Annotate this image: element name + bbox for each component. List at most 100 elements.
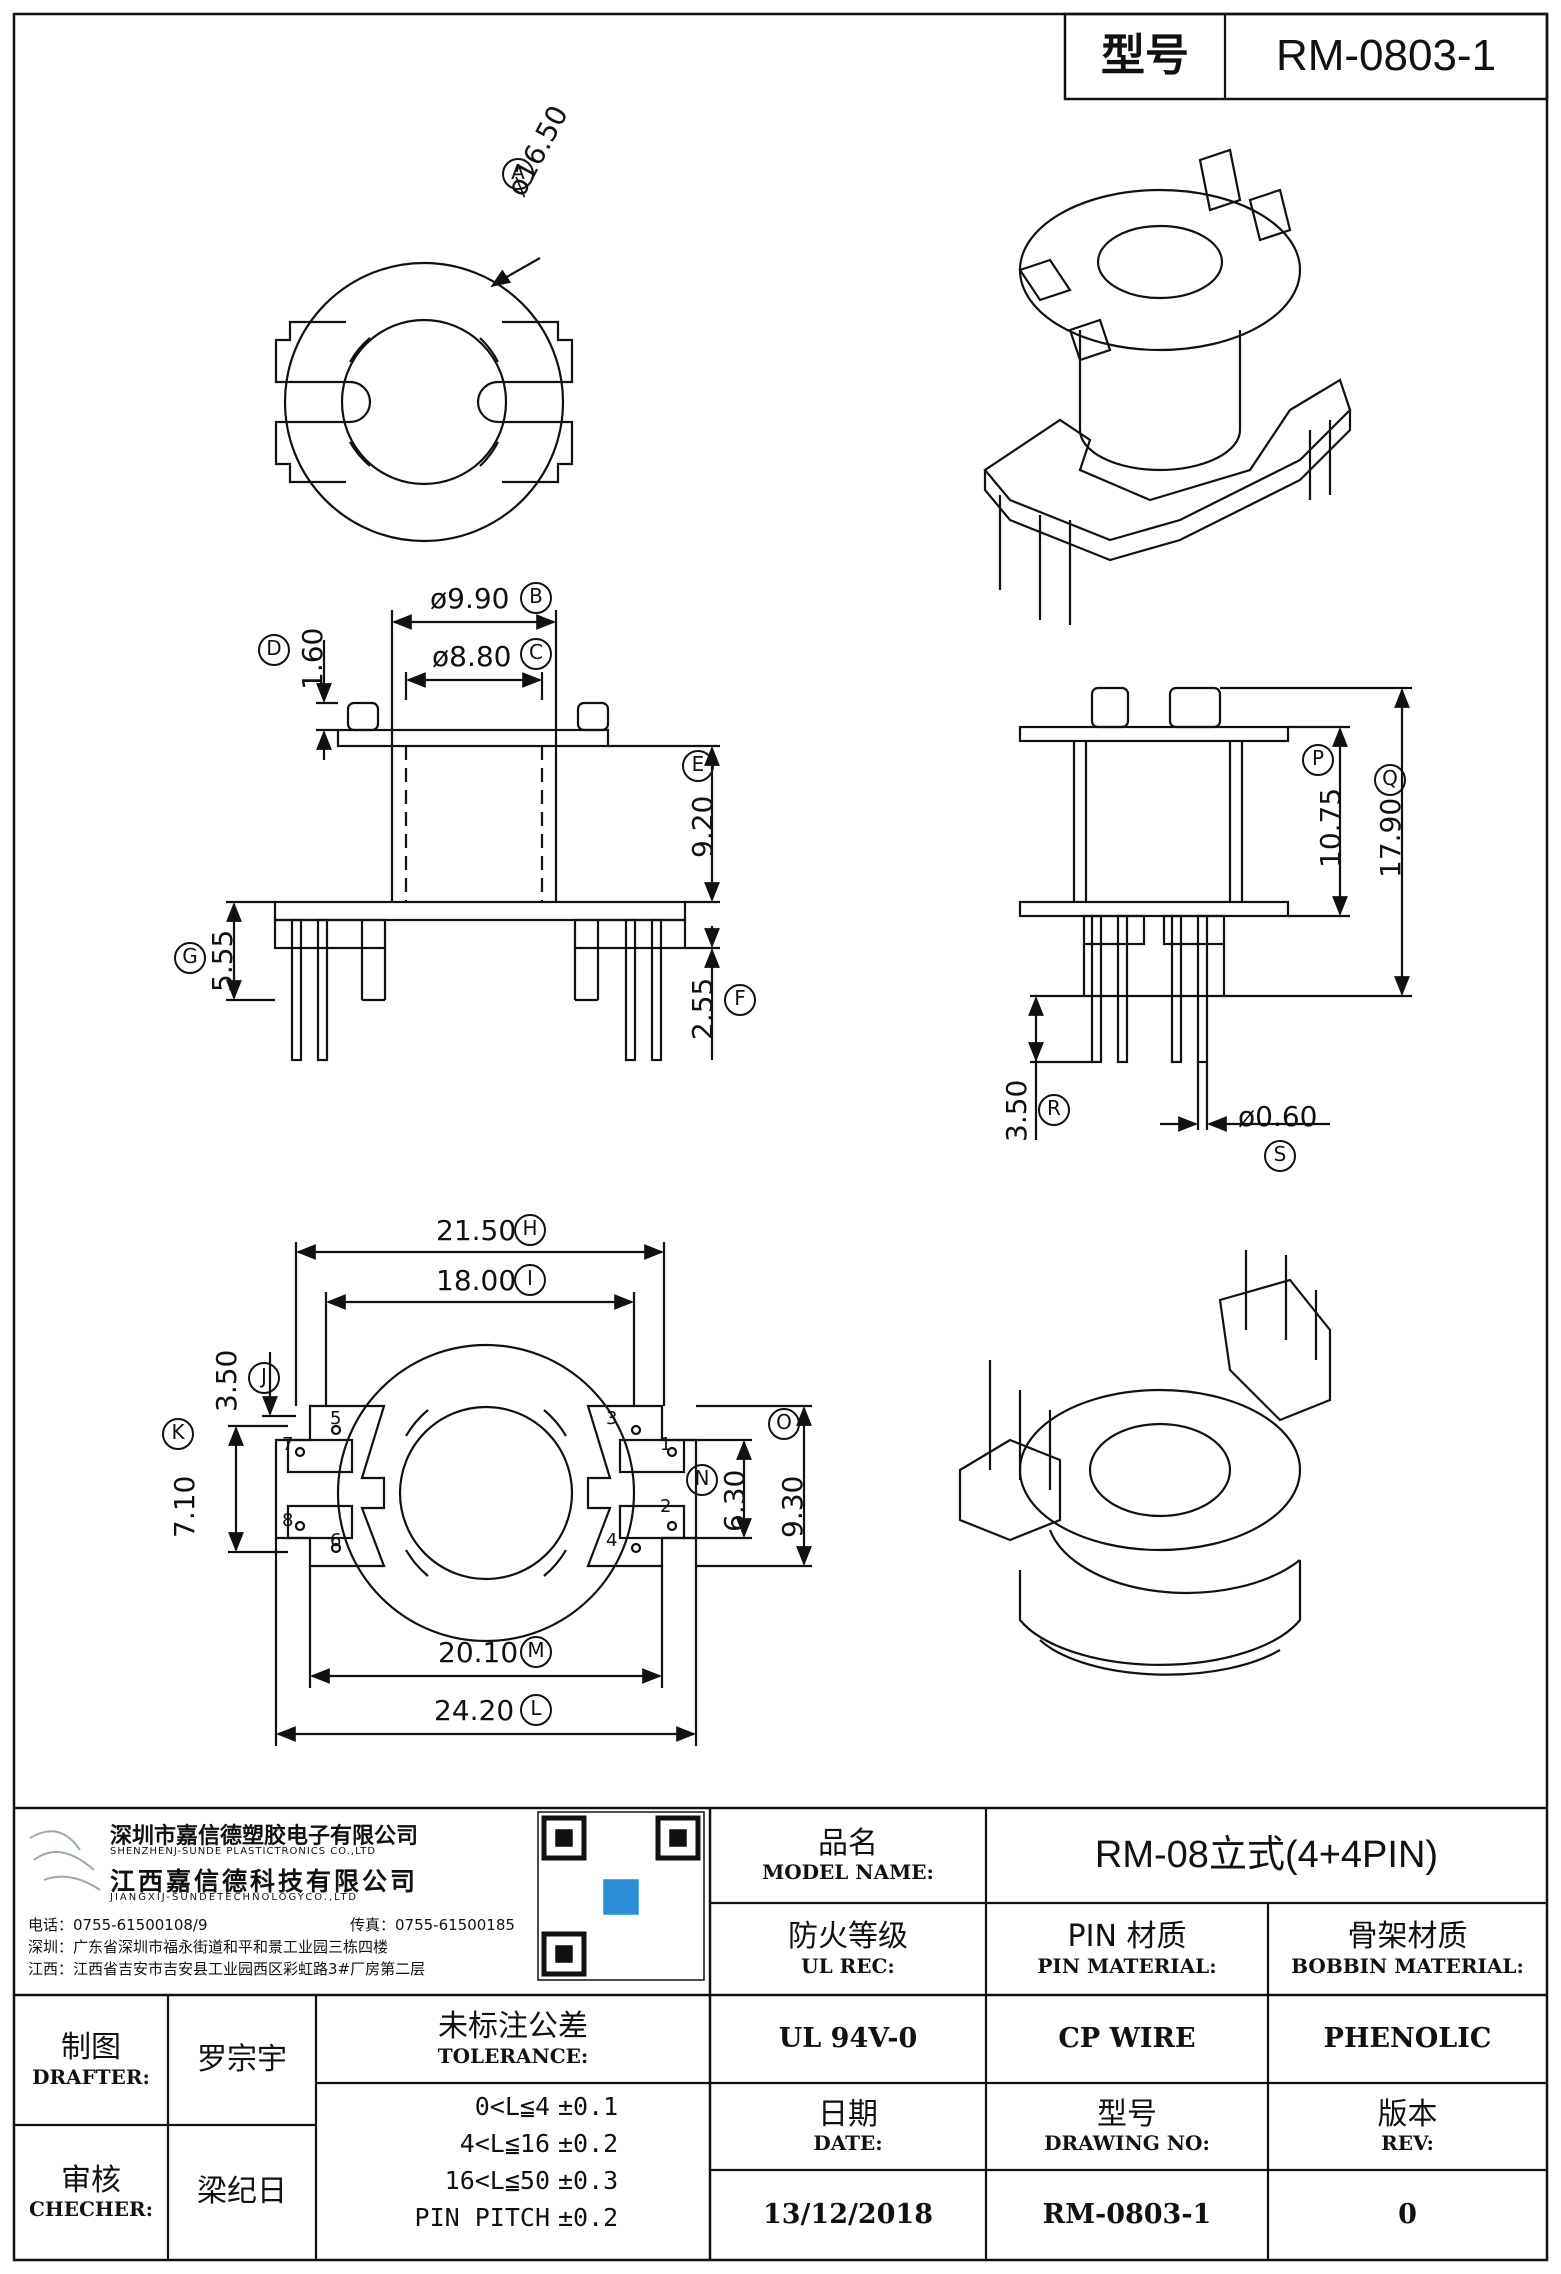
bobbin-material-value: PHENOLIC <box>1323 2023 1492 2055</box>
company2-name-cn: 江西嘉信德科技有限公司 <box>110 1867 419 1896</box>
rev-value: 0 <box>1398 2199 1417 2231</box>
tolerance-value: ±0.2 <box>558 2203 619 2232</box>
dim-value-j: 3.50 <box>210 1349 243 1412</box>
model-name-label: 品名 MODEL NAME: <box>710 1808 986 1903</box>
pin-number: 2 <box>660 1496 672 1517</box>
dim-letter-i: I <box>527 1266 533 1290</box>
company-fax: 传真：0755-61500185 <box>350 1916 515 1934</box>
top-view <box>274 257 574 543</box>
dim-value-q: 17.90 <box>1374 797 1407 878</box>
tolerance-range: 0<L≦4 <box>474 2092 550 2121</box>
drafter-label: 制图 DRAFTER: <box>14 1995 168 2125</box>
dim-value-g: 5.55 <box>206 929 239 992</box>
tolerance-value: ±0.2 <box>558 2129 619 2158</box>
model-name-label-en: MODEL NAME: <box>762 1860 934 1885</box>
drafter-value: 罗宗宇 <box>197 2041 287 2077</box>
isometric-view-top <box>983 148 1352 625</box>
ul-value: UL 94V-0 <box>778 2023 918 2055</box>
dim-value-b: ø9.90 <box>430 582 510 615</box>
pin-number: 5 <box>330 1408 342 1429</box>
checker-value: 梁纪日 <box>197 2174 287 2210</box>
dim-letter-o: O <box>776 1410 792 1434</box>
rev-label-en: REV: <box>1381 2131 1434 2156</box>
dim-letter-q: Q <box>1382 766 1398 790</box>
drawing-no-value: RM-0803-1 <box>1042 2199 1212 2231</box>
tolerance-range: 16<L≦50 <box>444 2166 550 2195</box>
dim-letter-c: C <box>529 640 543 664</box>
model-value: RM-0803-1 <box>1275 31 1497 81</box>
dim-value-s: ø0.60 <box>1238 1100 1318 1133</box>
side-view-left <box>226 610 720 1062</box>
pin-number: 4 <box>606 1530 618 1551</box>
tolerance-value: ±0.3 <box>558 2166 619 2195</box>
pin-number: 3 <box>606 1408 618 1429</box>
drafter-label-cn: 制图 <box>61 2030 121 2066</box>
dim-letter-l: L <box>530 1696 542 1720</box>
model-name-value: RM-08立式(4+4PIN) <box>1094 1833 1439 1876</box>
side-view-right <box>1018 686 1412 1140</box>
bobbin-material-label: 骨架材质 BOBBIN MATERIAL: <box>1268 1903 1547 1995</box>
dim-letter-b: B <box>529 584 543 608</box>
company-address-sz: 深圳：广东省深圳市福永街道和平和景工业园三栋四楼 <box>28 1938 389 1956</box>
model-label: 型号 <box>1101 30 1189 82</box>
checker-label-en: CHECHER: <box>28 2197 154 2222</box>
dim-value-m: 20.10 <box>438 1636 519 1669</box>
model-name-label-cn: 品名 <box>818 1825 878 1861</box>
drafter-label-en: DRAFTER: <box>32 2064 150 2089</box>
dim-value-n: 6.30 <box>718 1469 751 1532</box>
company-tel: 电话：0755-61500108/9 <box>28 1916 208 1934</box>
dim-letter-f: F <box>734 986 746 1010</box>
date-label-en: DATE: <box>813 2131 883 2156</box>
date-label-cn: 日期 <box>818 2096 878 2132</box>
pin-material-label-en: PIN MATERIAL: <box>1037 1953 1217 1978</box>
dim-letter-n: N <box>694 1466 710 1490</box>
isometric-view-bottom <box>958 1250 1332 1676</box>
dim-value-o: 9.30 <box>776 1475 809 1538</box>
bobbin-material-label-cn: 骨架材质 <box>1347 1919 1468 1955</box>
dim-letter-d: D <box>266 636 282 660</box>
drawing-no-label-cn: 型号 <box>1097 2096 1157 2132</box>
rev-label-cn: 版本 <box>1377 2096 1438 2132</box>
dim-letter-j: J <box>261 1364 267 1388</box>
pin-number: 6 <box>330 1530 342 1551</box>
tolerance-range: PIN PITCH <box>414 2203 550 2232</box>
dim-letter-s: S <box>1273 1142 1287 1166</box>
dim-value-k: 7.10 <box>168 1475 201 1538</box>
dim-letter-m: M <box>527 1638 545 1662</box>
dim-value-p: 10.75 <box>1314 787 1347 868</box>
pin-material-label: PIN 材质 PIN MATERIAL: <box>986 1903 1268 1995</box>
dim-value-f: 2.55 <box>686 977 719 1040</box>
tolerance-range: 4<L≦16 <box>459 2129 550 2158</box>
company-name-en: SHENZHENJ-SUNDE PLASTICTRONICS CO.,LTD <box>110 1846 377 1857</box>
tolerance-value: ±0.1 <box>558 2092 619 2121</box>
dim-letter-a: A <box>511 160 525 184</box>
dim-value-c: ø8.80 <box>432 640 512 673</box>
pin-number: 7 <box>282 1434 294 1455</box>
bobbin-material-label-en: BOBBIN MATERIAL: <box>1291 1953 1524 1978</box>
dim-value-r: 3.50 <box>1000 1079 1033 1142</box>
bottom-view <box>228 1242 812 1746</box>
dim-letter-r: R <box>1047 1096 1061 1120</box>
pin-material-value: CP WIRE <box>1058 2023 1196 2055</box>
ul-label: 防火等级 UL REC: <box>710 1903 986 1995</box>
tolerance-label: 未标注公差 TOLERANCE: <box>316 1995 710 2083</box>
tolerance-label-en: TOLERANCE: <box>437 2043 589 2068</box>
company-address-jx: 江西：江西省吉安市吉安县工业园西区彩虹路3#厂房第二层 <box>28 1960 426 1978</box>
qr-code <box>537 1811 705 1981</box>
dim-value-h: 21.50 <box>436 1214 517 1247</box>
drawing-no-label-en: DRAWING NO: <box>1044 2131 1210 2156</box>
dim-letter-e: E <box>691 752 705 776</box>
company2-name-en: JIANGXIJ-SUNDETECHNOLOGYCO.,LTD <box>110 1892 359 1903</box>
pin-number: 1 <box>660 1434 672 1455</box>
dim-value-l: 24.20 <box>434 1694 515 1727</box>
ul-label-en: UL REC: <box>801 1953 895 1978</box>
pin-number: 8 <box>282 1510 294 1531</box>
checker-label: 审核 CHECHER: <box>14 2125 168 2260</box>
date-label: 日期 DATE: <box>710 2083 986 2170</box>
dim-value-e: 9.20 <box>686 795 719 858</box>
rev-label: 版本 REV: <box>1268 2083 1547 2170</box>
dim-value-d: 1.60 <box>296 627 329 690</box>
drawing-no-label: 型号 DRAWING NO: <box>986 2083 1268 2170</box>
checker-label-cn: 审核 <box>61 2162 121 2198</box>
dim-letter-h: H <box>522 1216 538 1240</box>
